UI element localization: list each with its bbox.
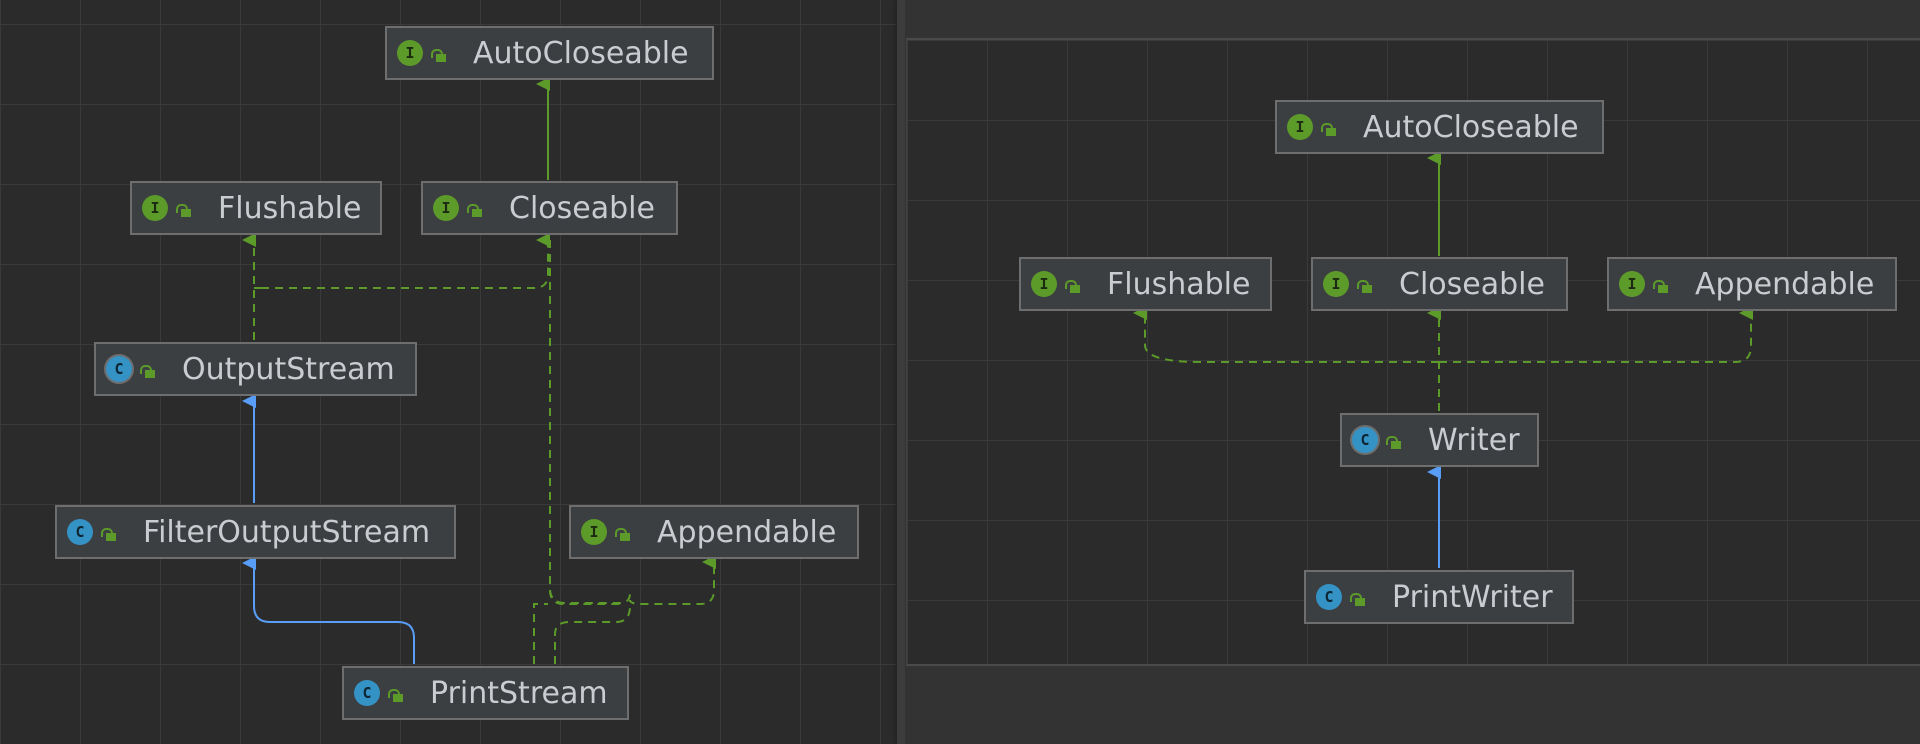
left-diagram-canvas[interactable]: [0, 0, 897, 744]
public-access-icon: [1357, 275, 1375, 293]
node-label: PrintWriter: [1392, 579, 1553, 615]
node-closeable-right[interactable]: I Closeable: [1311, 257, 1568, 311]
node-flushable-left[interactable]: I Flushable: [130, 181, 382, 235]
public-access-icon: [140, 360, 158, 378]
interface-icon: I: [1619, 271, 1645, 297]
public-access-icon: [1386, 431, 1404, 449]
node-label: AutoCloseable: [473, 35, 689, 71]
node-printstream-left[interactable]: C PrintStream: [342, 666, 629, 720]
node-autocloseable-right[interactable]: I AutoCloseable: [1275, 100, 1604, 154]
abstract-class-icon: C: [1352, 427, 1378, 453]
node-outputstream-left[interactable]: C OutputStream: [94, 342, 417, 396]
interface-icon: I: [1031, 271, 1057, 297]
public-access-icon: [467, 199, 485, 217]
node-label: OutputStream: [182, 351, 395, 387]
abstract-class-icon: C: [106, 356, 132, 382]
node-autocloseable-left[interactable]: I AutoCloseable: [385, 26, 714, 80]
node-filteroutputstream-left[interactable]: C FilterOutputStream: [55, 505, 456, 559]
node-appendable-right[interactable]: I Appendable: [1607, 257, 1897, 311]
node-label: Appendable: [657, 514, 837, 550]
public-access-icon: [1350, 588, 1368, 606]
node-flushable-right[interactable]: I Flushable: [1019, 257, 1272, 311]
public-access-icon: [1065, 275, 1083, 293]
class-icon: C: [67, 519, 93, 545]
interface-icon: I: [433, 195, 459, 221]
interface-icon: I: [142, 195, 168, 221]
interface-icon: I: [1287, 114, 1313, 140]
node-label: Flushable: [218, 190, 362, 226]
node-writer-right[interactable]: C Writer: [1340, 413, 1539, 467]
interface-icon: I: [397, 40, 423, 66]
node-label: PrintStream: [430, 675, 608, 711]
node-label: Flushable: [1107, 266, 1251, 302]
class-icon: C: [1316, 584, 1342, 610]
public-access-icon: [615, 523, 633, 541]
public-access-icon: [1653, 275, 1671, 293]
node-printwriter-right[interactable]: C PrintWriter: [1304, 570, 1574, 624]
node-label: FilterOutputStream: [143, 514, 431, 550]
public-access-icon: [176, 199, 194, 217]
interface-icon: I: [581, 519, 607, 545]
node-label: Closeable: [1399, 266, 1545, 302]
split-divider[interactable]: [897, 0, 905, 744]
node-closeable-left[interactable]: I Closeable: [421, 181, 678, 235]
public-access-icon: [101, 523, 119, 541]
public-access-icon: [1321, 118, 1339, 136]
node-label: AutoCloseable: [1363, 109, 1579, 145]
node-appendable-left[interactable]: I Appendable: [569, 505, 859, 559]
node-label: Appendable: [1695, 266, 1875, 302]
interface-icon: I: [1323, 271, 1349, 297]
public-access-icon: [388, 684, 406, 702]
public-access-icon: [431, 44, 449, 62]
node-label: Writer: [1428, 422, 1520, 458]
node-label: Closeable: [509, 190, 655, 226]
class-icon: C: [354, 680, 380, 706]
